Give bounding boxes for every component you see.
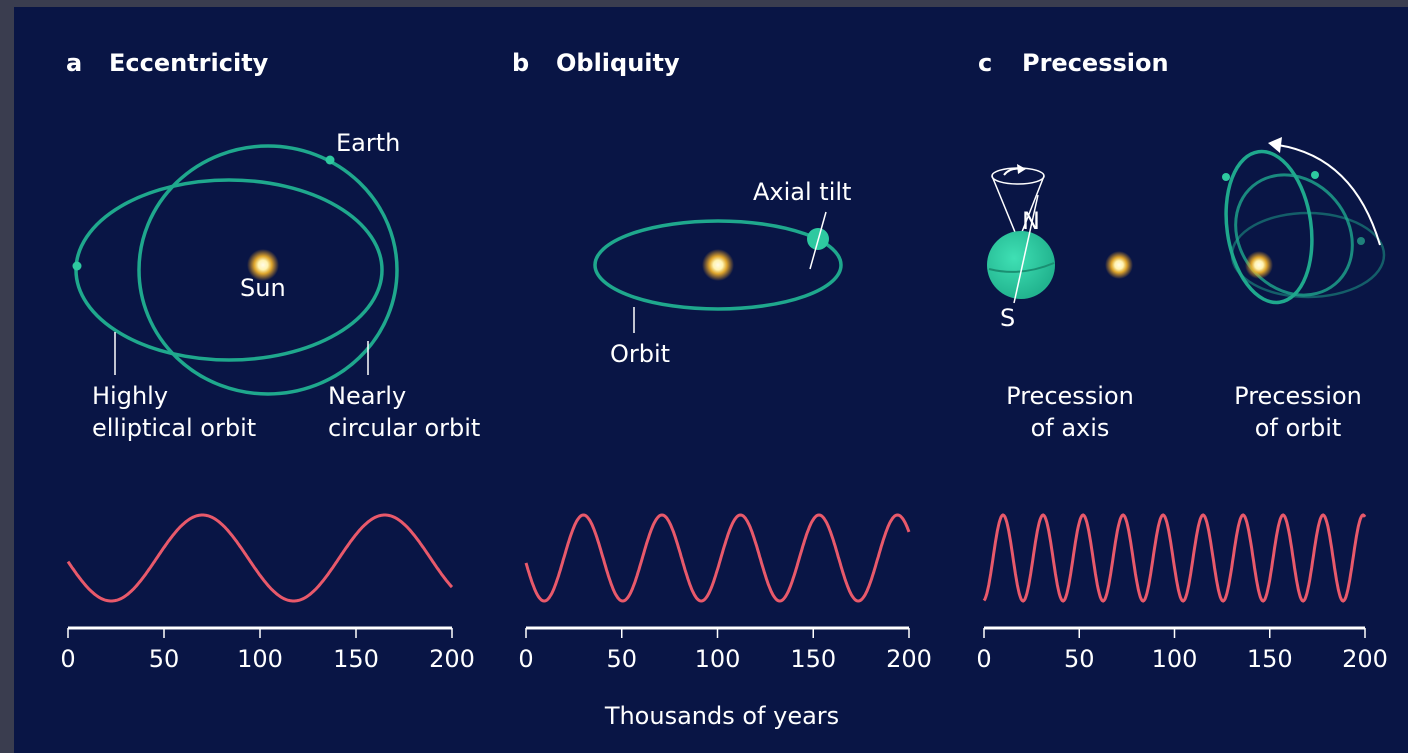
- panel-b-letter: b: [512, 49, 529, 77]
- sun-icon: [247, 249, 279, 281]
- x-tick-label: 200: [429, 645, 475, 673]
- panel-b-title: Obliquity: [556, 49, 680, 77]
- panel-a-title: Eccentricity: [109, 49, 269, 77]
- figure-canvas: a Eccentricity Earth Sun Highly elliptic…: [60, 49, 1388, 730]
- orbit-label: Orbit: [610, 340, 670, 368]
- orbit-ellipse-1: [1224, 149, 1314, 305]
- x-tick-label: 50: [606, 645, 637, 673]
- x-tick-label: 50: [149, 645, 180, 673]
- x-tick-label: 100: [237, 645, 283, 673]
- precession-orbit-label-line1: Precession: [1234, 382, 1362, 410]
- x-tick-label: 0: [976, 645, 991, 673]
- circular-orbit-label-line2: circular orbit: [328, 414, 480, 442]
- precession-cone-right: [1019, 175, 1045, 238]
- chart-b: 0 50 100 150 200: [518, 513, 932, 673]
- sun-icon: [702, 249, 734, 281]
- panel-c: c Precession N S Precession of axis Prec…: [978, 49, 1386, 442]
- precession-orbit-label-line2: of orbit: [1255, 414, 1342, 442]
- cycle-curve-c: [982, 513, 1367, 603]
- orbit-ellipse-3: [1230, 211, 1386, 299]
- x-tick-label: 150: [333, 645, 379, 673]
- sun-icon: [1105, 251, 1133, 279]
- x-tick-label: 100: [695, 645, 741, 673]
- earth-rotation-axis: [1013, 194, 1039, 304]
- x-tick-label: 100: [1152, 645, 1198, 673]
- x-tick-label: 200: [886, 645, 932, 673]
- cycle-curve-a: [66, 513, 454, 603]
- circular-orbit-label-line1: Nearly: [328, 382, 406, 410]
- x-tick-label: 0: [518, 645, 533, 673]
- south-pole-label: S: [1000, 304, 1015, 332]
- panel-c-letter: c: [978, 49, 992, 77]
- orbit-precession-arrow: [1277, 144, 1381, 246]
- earth-marker-3: [1357, 237, 1365, 245]
- orbit-precession-arrowhead-icon: [1268, 137, 1282, 153]
- earth-marker-circular: [325, 155, 335, 165]
- sun-label: Sun: [240, 274, 286, 302]
- earth-marker-1: [1222, 173, 1230, 181]
- panel-a: a Eccentricity Earth Sun Highly elliptic…: [66, 49, 480, 442]
- chart-c: 0 50 100 150 200: [976, 513, 1388, 673]
- precession-axis-label-line1: Precession: [1006, 382, 1134, 410]
- earth-marker-2: [1311, 171, 1319, 179]
- x-tick-label: 150: [1247, 645, 1293, 673]
- axial-tilt-label: Axial tilt: [753, 178, 851, 206]
- panel-c-title: Precession: [1022, 49, 1169, 77]
- x-tick-label: 50: [1064, 645, 1095, 673]
- panel-b: b Obliquity Axial tilt Orbit: [512, 49, 851, 368]
- spin-arrowhead-icon: [1017, 164, 1026, 174]
- sun-icon: [1245, 251, 1273, 279]
- earth-label: Earth: [336, 129, 400, 157]
- orbit-ellipse-2: [1234, 173, 1354, 297]
- x-axis-title: Thousands of years: [604, 702, 839, 730]
- x-tick-label: 150: [790, 645, 836, 673]
- earth-icon: [987, 231, 1055, 299]
- x-tick-label: 0: [60, 645, 75, 673]
- north-pole-label: N: [1022, 207, 1040, 235]
- precession-axis-label-line2: of axis: [1031, 414, 1110, 442]
- axial-tilt-line: [809, 211, 827, 270]
- highly-elliptical-orbit: [74, 178, 384, 362]
- cycle-curve-b: [524, 513, 911, 603]
- cycle-charts: 0 50 100 150 200 0 50 100 150 200 0 50 100 150 200: [60, 513, 1388, 673]
- orbit-ellipse: [593, 219, 843, 311]
- nearly-circular-orbit: [137, 144, 399, 396]
- elliptical-orbit-label-line1: Highly: [92, 382, 168, 410]
- chart-a: 0 50 100 150 200: [60, 513, 475, 673]
- elliptical-orbit-label-line2: elliptical orbit: [92, 414, 256, 442]
- x-tick-label: 200: [1342, 645, 1388, 673]
- earth-marker-elliptical: [72, 261, 82, 271]
- panel-a-letter: a: [66, 49, 82, 77]
- milankovitch-cycles-figure: a Eccentricity Earth Sun Highly elliptic…: [14, 7, 1408, 753]
- precession-cone-left: [991, 175, 1018, 238]
